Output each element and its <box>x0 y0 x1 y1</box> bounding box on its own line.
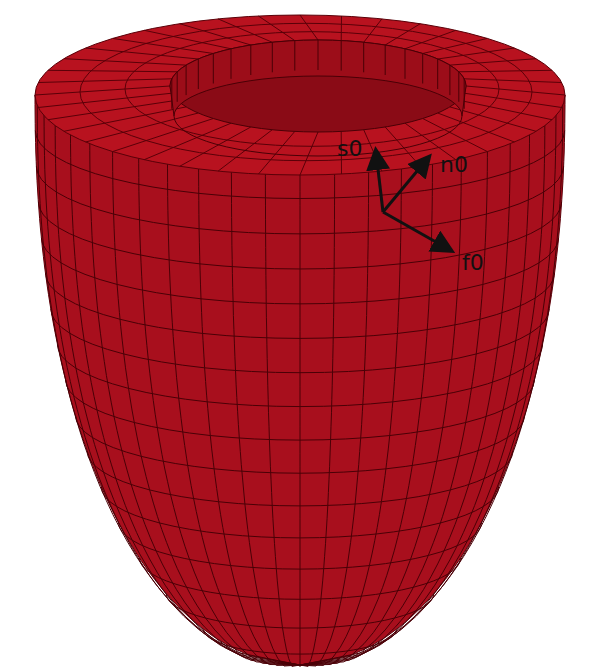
base-surface <box>35 15 565 175</box>
normal-axis <box>383 158 428 212</box>
rim-radial <box>464 79 562 83</box>
inner-wall-line <box>294 41 295 71</box>
rim-radial <box>438 113 515 142</box>
rim-radial <box>113 38 214 53</box>
rim-radial <box>38 93 172 107</box>
inner-wall-line <box>171 79 172 109</box>
rim-radial <box>364 130 382 171</box>
inner-wall-line <box>213 54 214 84</box>
mesh-meridian <box>300 158 401 666</box>
mesh-meridian <box>113 143 300 665</box>
rim-radial <box>466 86 565 95</box>
rim-radial <box>423 119 488 152</box>
inner-wall-line <box>385 45 386 75</box>
rim-radial <box>144 30 231 49</box>
rim-radial <box>423 38 488 53</box>
rim-radial <box>438 48 515 59</box>
rim-radial <box>364 19 382 42</box>
rim-radial <box>459 100 552 120</box>
inner-wall-line <box>449 65 450 95</box>
inner-wall-line <box>177 72 178 102</box>
rim-radial <box>86 48 199 59</box>
inner-wall-ring <box>174 116 462 156</box>
rim-radial <box>64 107 186 131</box>
mesh-meridian <box>300 113 556 665</box>
sheet-axis <box>376 152 383 212</box>
mesh-meridian <box>168 154 301 665</box>
ventricle-base-rim <box>35 15 565 175</box>
mesh-meridian <box>300 136 510 665</box>
mesh-meridian <box>300 121 545 665</box>
axis-label: f0 <box>462 252 484 274</box>
mesh-meridian <box>44 113 300 665</box>
rim-radial <box>464 93 562 107</box>
inner-wall-line <box>341 41 342 71</box>
mesh-meridian <box>265 162 300 666</box>
ventricle-body <box>35 95 565 667</box>
inner-wall-line <box>272 42 273 72</box>
fiber-axis <box>383 212 450 250</box>
mesh-meridian <box>199 158 300 666</box>
rim-radial <box>86 113 199 142</box>
mesh-meridian <box>300 104 563 665</box>
mesh-meridian <box>300 129 530 665</box>
rim-radial <box>144 123 231 160</box>
rim-radial <box>450 59 536 65</box>
mesh-meridian <box>300 162 335 666</box>
rim-radial <box>48 70 177 72</box>
rim-radial <box>385 24 420 45</box>
inner-wall-line <box>437 59 438 89</box>
inner-wall-line <box>405 49 406 79</box>
mesh-meridian <box>300 163 301 667</box>
rim-radial <box>180 127 251 166</box>
inner-wall-line <box>186 65 187 95</box>
inner-wall-line <box>250 45 251 75</box>
rim-radial <box>385 127 420 166</box>
rim-radial <box>259 16 295 41</box>
inner-wall-line <box>363 42 364 72</box>
axis-label: s0 <box>337 138 362 160</box>
mesh-meridian <box>37 104 300 665</box>
rim-radial <box>113 119 214 152</box>
axis-label: n0 <box>440 154 468 176</box>
rim-radial <box>180 24 251 45</box>
mesh-meridian <box>300 149 461 665</box>
rim-radial <box>341 16 342 41</box>
inner-wall-line <box>458 72 459 102</box>
inner-wall-line <box>422 54 423 84</box>
inner-wall-line <box>231 49 232 79</box>
cavity-inner-wall <box>170 40 466 116</box>
mesh-meridian <box>300 161 369 666</box>
rim-radial <box>459 70 552 72</box>
mesh-meridian <box>139 149 300 665</box>
rim-radial <box>48 100 177 120</box>
rim-radial <box>64 59 186 65</box>
fiber-axes <box>376 152 450 250</box>
mesh-meridian <box>55 121 300 665</box>
rim-radial <box>35 86 170 95</box>
rim-radial <box>300 15 318 40</box>
cavity-opening <box>170 40 466 132</box>
rim-radial <box>405 30 456 49</box>
rim-radial <box>218 19 272 42</box>
mesh-meridian <box>231 161 300 666</box>
inner-wall-line <box>198 59 199 89</box>
inner-wall-line <box>318 40 319 70</box>
rim-radial <box>300 132 318 175</box>
mesh-meridian <box>300 143 487 665</box>
rim-ring <box>80 23 532 160</box>
inner-wall-line <box>464 79 465 109</box>
rim-radial <box>38 79 172 83</box>
